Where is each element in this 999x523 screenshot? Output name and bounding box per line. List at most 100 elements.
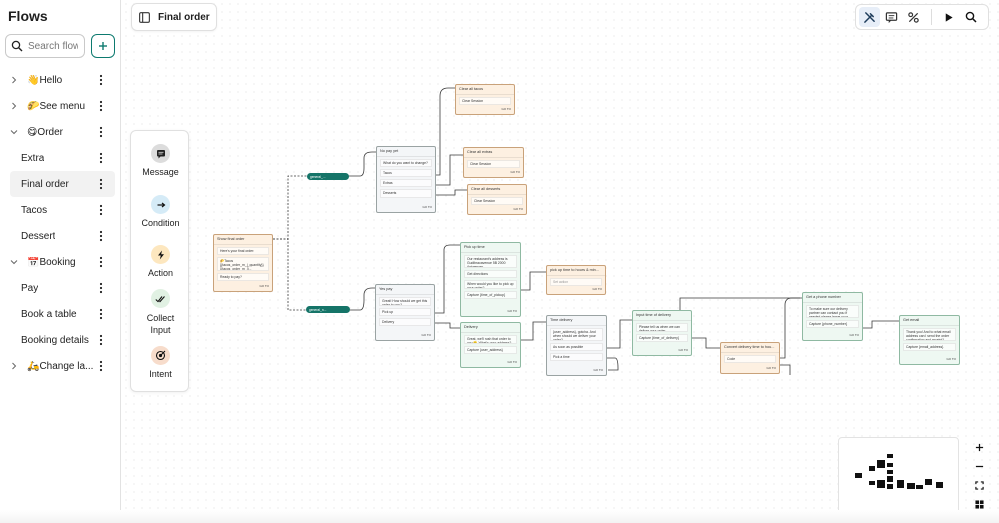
- plus-icon: [99, 42, 107, 50]
- flow-item-tacos[interactable]: Tacos: [0, 197, 121, 223]
- more-vertical-icon[interactable]: [98, 308, 104, 320]
- node-clear-extras[interactable]: Clear all extras Clear Session GO TO: [463, 147, 524, 178]
- toolbar-divider: [931, 9, 932, 25]
- chevron-right-icon[interactable]: [10, 76, 18, 84]
- search-input[interactable]: [28, 40, 78, 52]
- node-pick-up-time[interactable]: Pick up time Our restaurant's address is…: [460, 242, 521, 317]
- node-input-time-delivery[interactable]: Input time of delivery Please tell us wh…: [632, 310, 692, 356]
- search-box[interactable]: [5, 34, 85, 58]
- palette-label: Action: [147, 268, 173, 278]
- chevron-down-icon[interactable]: [10, 128, 18, 136]
- node-row: Clear Session: [467, 159, 520, 168]
- flow-item-order[interactable]: 😋Order: [0, 119, 121, 145]
- palette-item-intent[interactable]: Intent: [131, 346, 190, 379]
- more-vertical-icon[interactable]: [98, 230, 104, 242]
- node-get-phone-number[interactable]: Get a phone number To make sure our deli…: [802, 292, 863, 341]
- chevron-right-icon[interactable]: [10, 102, 18, 110]
- play-button[interactable]: [938, 7, 959, 27]
- flow-item-final-order[interactable]: Final order: [10, 171, 115, 197]
- chevron-right-icon[interactable]: [10, 362, 18, 370]
- node-time-delivery[interactable]: Time delivery {user_address}, gotcha. An…: [546, 315, 607, 376]
- node-row: Our restaurant's address is Gudibracaven…: [464, 254, 517, 268]
- node-row: Great, we'll rush that order to you 🙂 Wh…: [464, 334, 517, 344]
- comments-button[interactable]: [881, 7, 902, 27]
- comment-icon: [885, 11, 898, 23]
- node-footer: GO TO: [507, 309, 517, 314]
- palette-label: Condition: [141, 218, 180, 228]
- flow-item-booking-details[interactable]: Booking details: [0, 327, 121, 353]
- node-pickup-convert[interactable]: pick up time to hours & min... Set actio…: [546, 265, 606, 295]
- flow-item-change-language[interactable]: 🛵Change la...: [0, 353, 121, 379]
- flow-item-booking[interactable]: 📅Booking: [0, 249, 121, 275]
- palette-item-condition[interactable]: Condition: [131, 195, 190, 228]
- node-show-final-order[interactable]: Show final order Here's your final order…: [213, 234, 273, 292]
- flow-item-see-menu[interactable]: 🌮See menu: [0, 93, 121, 119]
- search-icon: [11, 40, 23, 52]
- node-row: Great! How should we get this order to y…: [379, 296, 431, 306]
- tools-icon: [864, 11, 875, 23]
- more-vertical-icon[interactable]: [98, 334, 104, 346]
- node-get-email[interactable]: Get email Thank you! And to what email a…: [899, 315, 960, 365]
- node-title: pick up time to hours & min...: [547, 266, 605, 276]
- flow-item-label: Book a table: [21, 308, 77, 320]
- sidebar-title: Flows: [8, 8, 48, 24]
- flow-item-dessert[interactable]: Dessert: [0, 223, 121, 249]
- variables-button[interactable]: [903, 7, 924, 27]
- chevron-down-icon[interactable]: [10, 258, 18, 266]
- node-clear-tacos[interactable]: Clear all tacos Clear Session GO TO: [455, 84, 515, 115]
- intent-pill-general-top[interactable]: general_...: [307, 173, 349, 180]
- node-row: Set action: [550, 277, 602, 286]
- build-mode-button[interactable]: [859, 7, 880, 27]
- fit-view-button[interactable]: [969, 475, 989, 495]
- node-footer: GO TO: [946, 357, 956, 362]
- node-title: Get a phone number: [803, 293, 862, 303]
- node-row: To make sure our delivery partner can co…: [806, 304, 859, 318]
- palette-item-action[interactable]: Action: [131, 245, 190, 278]
- sidebar-toggle-icon[interactable]: [139, 11, 150, 23]
- minimap[interactable]: [838, 437, 959, 515]
- more-vertical-icon[interactable]: [98, 152, 104, 164]
- node-title: Clear all extras: [464, 148, 523, 158]
- node-title: Time delivery: [547, 316, 606, 326]
- flow-item-book-a-table[interactable]: Book a table: [0, 301, 121, 327]
- zoom-in-button[interactable]: [969, 437, 989, 457]
- add-flow-button[interactable]: [91, 34, 115, 58]
- more-vertical-icon[interactable]: [98, 74, 104, 86]
- more-vertical-icon[interactable]: [98, 126, 104, 138]
- toggle-minimap-button[interactable]: [969, 494, 989, 514]
- more-vertical-icon[interactable]: [98, 204, 104, 216]
- node-title: No pay yet: [377, 147, 435, 157]
- palette-item-message[interactable]: Message: [131, 144, 190, 177]
- more-vertical-icon[interactable]: [98, 178, 104, 190]
- node-footer: GO TO: [513, 207, 523, 212]
- node-convert-delivery-time[interactable]: Convert delivery time to hou... Code GO …: [720, 342, 780, 374]
- node-footer: GO TO: [678, 348, 688, 353]
- check-double-icon: [151, 289, 170, 308]
- more-vertical-icon[interactable]: [98, 100, 104, 112]
- node-yes-pay[interactable]: Yes pay Great! How should we get this or…: [375, 284, 435, 341]
- node-title: Delivery: [461, 323, 520, 333]
- horizontal-scrollbar[interactable]: [0, 510, 999, 523]
- node-delivery[interactable]: Delivery Great, we'll rush that order to…: [460, 322, 521, 368]
- flow-item-pay[interactable]: Pay: [0, 275, 121, 301]
- node-clear-desserts[interactable]: Clear all desserts Clear Session GO TO: [467, 184, 527, 215]
- flow-item-hello[interactable]: 👋Hello: [0, 67, 121, 93]
- play-icon: [945, 12, 953, 22]
- more-vertical-icon[interactable]: [98, 256, 104, 268]
- search-button[interactable]: [960, 7, 981, 27]
- flow-title-chip: Final order: [131, 3, 217, 31]
- node-footer: GO TO: [259, 284, 269, 289]
- flow-canvas[interactable]: [122, 0, 999, 523]
- node-footer: GO TO: [593, 368, 603, 373]
- more-vertical-icon[interactable]: [98, 360, 104, 372]
- node-footer: GO TO: [422, 205, 432, 210]
- flow-item-label: Pay: [21, 282, 39, 294]
- more-vertical-icon[interactable]: [98, 282, 104, 294]
- intent-pill-general-bottom[interactable]: general_n...: [306, 306, 350, 313]
- palette-item-collect-input[interactable]: Collect Input: [131, 289, 190, 336]
- zoom-out-button[interactable]: [969, 456, 989, 476]
- node-no-pay-yet[interactable]: No pay yet What do you want to change? T…: [376, 146, 436, 213]
- flow-item-extra[interactable]: Extra: [0, 145, 121, 171]
- node-footer: GO TO: [501, 107, 511, 112]
